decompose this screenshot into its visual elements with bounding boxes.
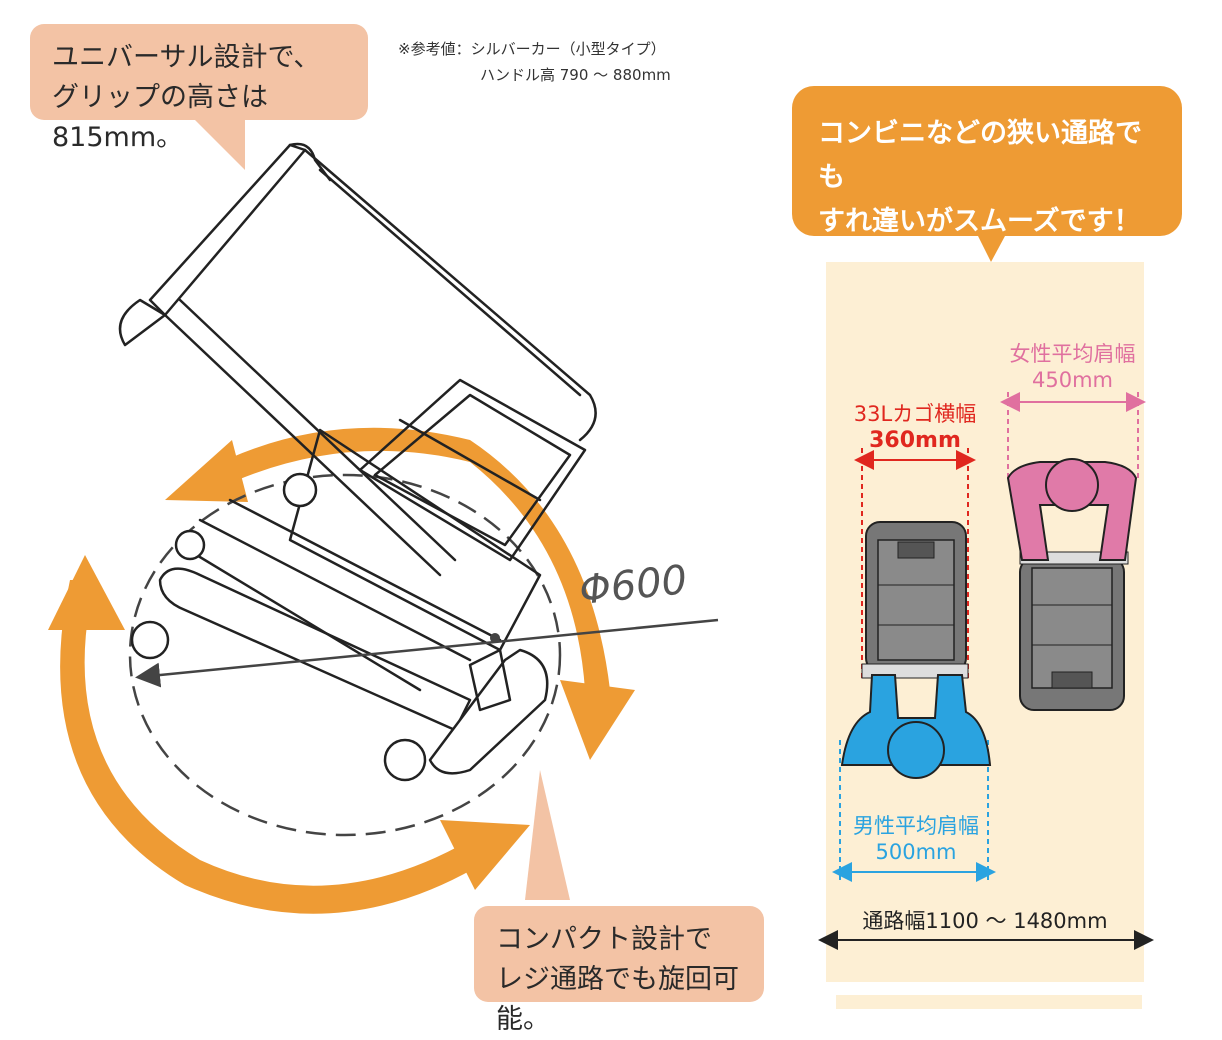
female-figure — [1006, 458, 1138, 561]
basket-width-label: 33Lカゴ横幅 360mm — [835, 398, 995, 453]
male-width-lines — [832, 740, 996, 882]
tail-right — [978, 236, 1005, 262]
female-shoulder-label: 女性平均肩幅 450mm — [995, 338, 1150, 392]
cart-drawing — [118, 142, 597, 782]
basket-width-lines — [854, 448, 976, 680]
turning-line2: レジ通路でも旋回可能。 — [496, 964, 739, 1035]
narrow-aisle-line2: すれ違いがスムーズです！ — [818, 206, 1141, 237]
male-shoulder-title: 男性平均肩幅 — [853, 814, 979, 838]
male-figure — [840, 674, 992, 779]
reference-note-line1: ※参考値：シルバーカー（小型タイプ） — [398, 40, 666, 58]
rotation-arrows — [48, 427, 635, 914]
aisle-background-strip — [836, 995, 1142, 1009]
grip-height-line2: グリップの高さは815mm。 — [52, 82, 268, 153]
tail-bottom — [525, 770, 570, 900]
diameter-line — [135, 618, 719, 688]
turning-line1: コンパクト設計で — [496, 924, 712, 955]
aisle-width-label: 通路幅1100 ～ 1480mm — [862, 909, 1108, 933]
turning-circle — [128, 473, 562, 837]
grip-height-bubble: ユニバーサル設計で、 グリップの高さは815mm。 — [30, 24, 368, 153]
male-shoulder-value: 500mm — [875, 840, 957, 864]
basket-width-title: 33Lカゴ横幅 — [853, 402, 977, 426]
reference-note: ※参考値：シルバーカー（小型タイプ） ハンドル高 790 ～ 880mm — [398, 36, 718, 88]
grip-height-line1: ユニバーサル設計で、 — [52, 42, 321, 73]
female-shoulder-value: 450mm — [1032, 368, 1113, 392]
turning-bubble: コンパクト設計で レジ通路でも旋回可能。 — [474, 906, 764, 1035]
tail-top-left — [195, 120, 245, 170]
cart-top-view-left — [861, 521, 969, 679]
narrow-aisle-line1: コンビニなどの狭い通路でも — [818, 118, 1142, 193]
reference-note-line2: ハンドル高 790 ～ 880mm — [480, 66, 671, 84]
illustration — [48, 120, 1154, 1009]
narrow-aisle-bubble: コンビニなどの狭い通路でも すれ違いがスムーズです！ — [792, 86, 1182, 237]
female-shoulder-title: 女性平均肩幅 — [1009, 342, 1136, 366]
cart-top-view-right — [1019, 551, 1129, 711]
basket-width-value: 360mm — [869, 428, 961, 453]
male-shoulder-label: 男性平均肩幅 500mm — [836, 810, 996, 864]
female-width-lines — [1000, 392, 1146, 480]
